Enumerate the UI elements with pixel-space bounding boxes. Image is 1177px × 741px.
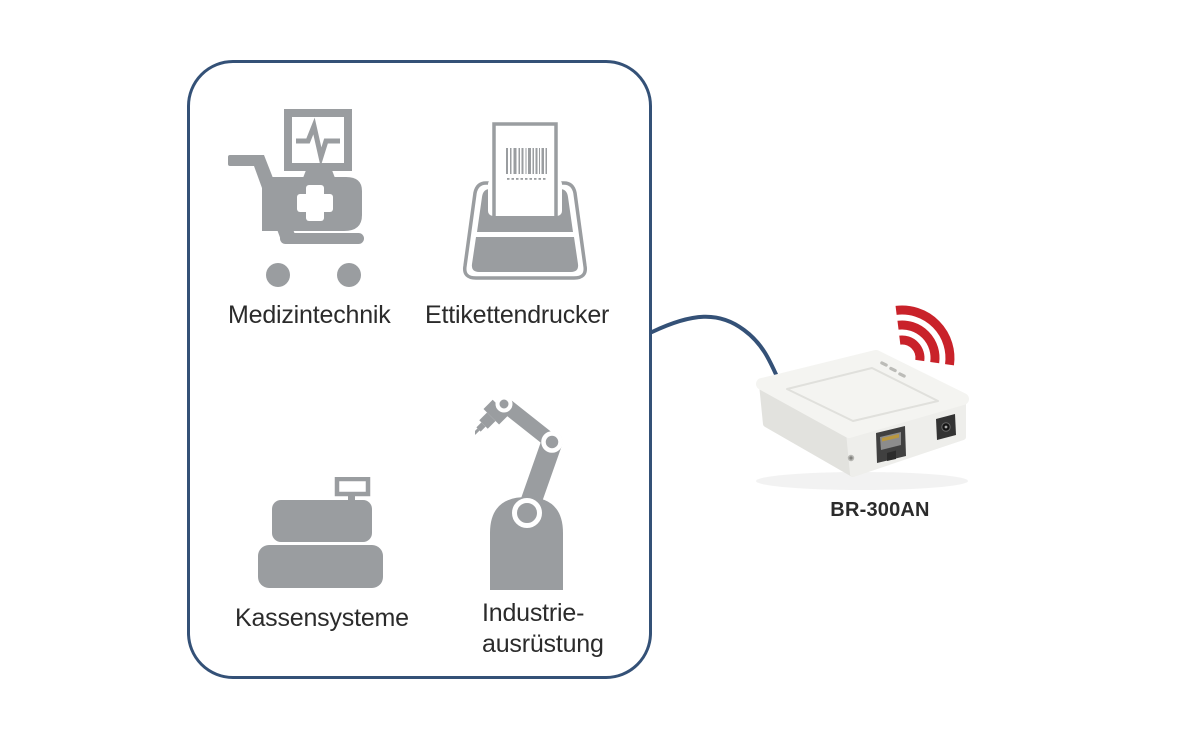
category-industrieausruestung: Industrie- ausrüstung xyxy=(475,392,625,672)
print-server-device xyxy=(756,350,969,490)
category-medizintechnik: Medizintechnik xyxy=(228,105,408,335)
medical-cart-icon xyxy=(228,109,364,287)
category-label: Ettikettendrucker xyxy=(425,301,610,329)
connection-cable-line xyxy=(650,314,781,383)
category-ettikettendrucker: Ettikettendrucker xyxy=(425,118,625,348)
cash-register-icon xyxy=(258,477,383,588)
device-status-leds xyxy=(880,361,906,378)
power-jack xyxy=(936,414,956,440)
wifi-signal-icon xyxy=(895,305,955,366)
category-kassensysteme: Kassensysteme xyxy=(235,477,410,647)
device-face-top xyxy=(756,350,969,438)
category-label: Medizintechnik xyxy=(228,301,391,329)
robot-arm-icon xyxy=(475,395,563,590)
device-model-label: BR-300AN xyxy=(830,499,930,521)
ethernet-port xyxy=(876,426,906,463)
category-label: Industrie- ausrüstung xyxy=(482,599,604,658)
category-label: Kassensysteme xyxy=(235,604,409,632)
robot-tool xyxy=(475,399,509,435)
barcode xyxy=(506,148,547,180)
device-shadow xyxy=(756,472,968,490)
device-top-groove xyxy=(786,367,939,422)
device-reset-hole xyxy=(847,454,855,462)
label-printer-icon xyxy=(462,122,588,280)
